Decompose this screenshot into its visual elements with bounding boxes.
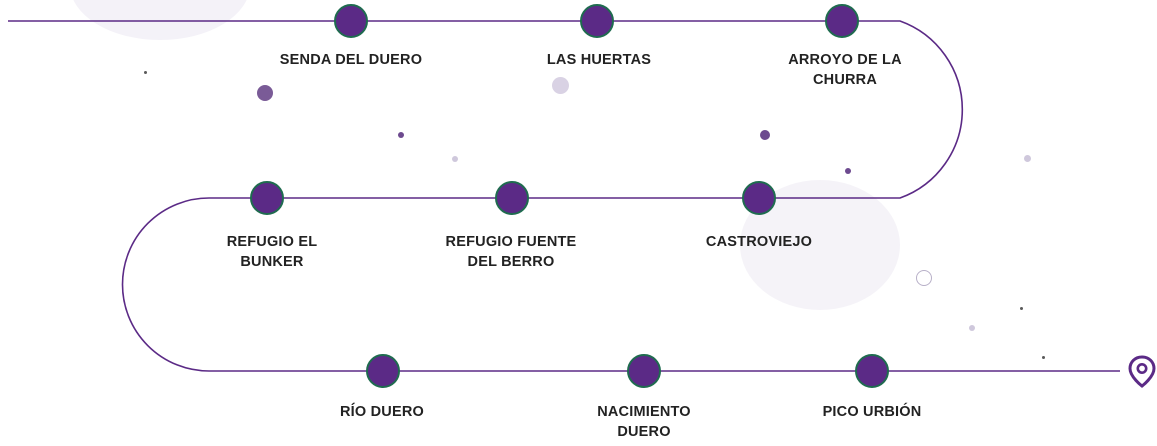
decorative-dot	[257, 85, 273, 101]
stop-marker	[366, 354, 400, 388]
decorative-dot	[969, 325, 975, 331]
decorative-dot	[144, 71, 147, 74]
location-pin-icon	[1128, 355, 1156, 388]
stop-marker	[495, 181, 529, 215]
decorative-dot	[398, 132, 404, 138]
stop-label: CASTROVIEJO	[705, 234, 813, 250]
stop-marker	[334, 4, 368, 38]
stop-label: RÍO DUERO	[340, 404, 424, 420]
stop-label: SENDA DEL DUERO	[279, 52, 423, 68]
decorative-dot	[452, 156, 458, 162]
stop-marker	[627, 354, 661, 388]
decorative-dot	[845, 168, 851, 174]
stop-marker	[855, 354, 889, 388]
decorative-dot	[1024, 155, 1031, 162]
decorative-dot	[1020, 307, 1023, 310]
decorative-dot	[1042, 356, 1045, 359]
stop-marker	[825, 4, 859, 38]
decorative-dot	[760, 130, 770, 140]
stop-marker	[250, 181, 284, 215]
decorative-dot	[552, 77, 569, 94]
stop-marker	[742, 181, 776, 215]
stop-label: REFUGIO EL BUNKER	[226, 234, 318, 270]
stop-label: NACIMIENTO DUERO	[597, 404, 691, 440]
stop-label: REFUGIO FUENTE DEL BERRO	[445, 234, 577, 270]
stop-label: LAS HUERTAS	[546, 52, 652, 68]
stop-marker	[580, 4, 614, 38]
stop-label: PICO URBIÓN	[822, 404, 922, 420]
stop-label: ARROYO DE LA CHURRA	[788, 52, 902, 88]
decorative-dot	[916, 270, 932, 286]
